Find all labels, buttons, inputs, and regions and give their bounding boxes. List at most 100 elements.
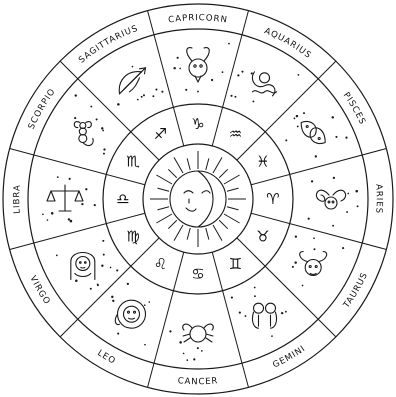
star-dot	[161, 91, 163, 93]
scorpion-icon	[74, 122, 93, 146]
sector-divider	[251, 149, 386, 185]
star-dot	[102, 240, 104, 242]
sun-and-moon-icon	[150, 151, 246, 247]
star-dot	[94, 204, 96, 206]
star-dot	[201, 350, 203, 352]
scales-icon	[47, 185, 83, 211]
star-dot	[112, 300, 114, 302]
star-dot	[183, 353, 185, 355]
goat-icon	[187, 48, 210, 82]
star-dot	[239, 311, 241, 313]
star-dot	[117, 333, 119, 335]
sector-divider	[251, 213, 386, 249]
star-dot	[116, 269, 118, 271]
sun-ray	[187, 228, 190, 240]
star-dot	[285, 139, 287, 141]
star-dot	[297, 126, 299, 128]
sun-ray	[224, 175, 240, 184]
cancer-glyph: ♋	[191, 265, 204, 283]
star-dot	[228, 43, 230, 45]
star-dot	[335, 136, 337, 138]
ram-icon	[316, 190, 345, 209]
star-dot	[42, 214, 44, 216]
star-dot	[47, 219, 49, 221]
star-dot	[298, 74, 300, 76]
star-dot	[117, 103, 120, 106]
star-dot	[110, 267, 112, 269]
sector-dividers	[10, 11, 387, 388]
sun-eye	[184, 191, 193, 193]
sun-ray	[219, 169, 227, 177]
star-dot	[137, 99, 139, 101]
sun-ray	[156, 214, 172, 223]
sign-name-gemini: GEMINI	[271, 344, 307, 371]
star-dot	[69, 178, 71, 180]
star-dot	[285, 311, 287, 313]
star-dot	[75, 279, 78, 282]
star-dot	[141, 96, 143, 98]
star-dot	[97, 284, 99, 286]
sun-ray	[213, 225, 222, 241]
star-dot	[294, 261, 296, 263]
sun-ray	[219, 220, 227, 228]
capricorn-glyph: ♑	[191, 115, 204, 133]
maiden-icon	[71, 253, 95, 280]
star-dot	[144, 344, 146, 346]
sun-ray	[206, 158, 209, 170]
star-dot	[155, 89, 157, 91]
star-dot	[132, 66, 134, 68]
star-dot	[70, 220, 73, 223]
star-dot	[103, 254, 105, 256]
star-dot	[81, 203, 83, 205]
sun-ray	[157, 188, 169, 191]
star-dot	[127, 283, 129, 285]
sign-illustrations	[47, 48, 346, 342]
star-dot	[241, 71, 243, 73]
sun-ray	[227, 188, 239, 191]
sector-divider	[60, 61, 159, 160]
sign-name-sagittarius: SAGITTARIUS	[77, 24, 140, 66]
star-dot	[152, 95, 154, 97]
star-dot	[315, 155, 317, 157]
star-dot	[308, 218, 310, 220]
star-dot	[222, 71, 224, 73]
sun-mouth	[186, 208, 196, 211]
star-dot	[332, 225, 334, 227]
sign-name-aquarius: AQUARIUS	[263, 26, 313, 61]
star-dot	[186, 359, 188, 361]
star-dot	[102, 130, 104, 132]
star-dot	[254, 287, 256, 289]
sign-glyphs: ♑♐♏♎♍♌♋♊♉♈♓♒	[116, 115, 279, 283]
star-dot	[177, 57, 179, 59]
star-dot	[143, 94, 145, 96]
taurus-glyph: ♉	[256, 228, 269, 246]
sign-name-aries: ARIES	[373, 184, 384, 215]
sun-ray	[224, 214, 240, 223]
star-dot	[347, 193, 349, 195]
star-dot	[101, 127, 103, 129]
sun-ray	[187, 158, 190, 170]
star-dot	[271, 335, 273, 337]
sun-ray	[213, 157, 222, 173]
crab-icon	[183, 324, 214, 342]
star-dot	[231, 297, 233, 299]
star-dot	[303, 112, 305, 114]
bow-and-arrow-icon	[119, 68, 145, 94]
sign-name-leo: LEO	[95, 348, 117, 366]
star-dot	[333, 177, 335, 179]
sun-ray	[168, 220, 176, 228]
water-bearer-icon	[252, 72, 276, 96]
sun-ray	[174, 157, 183, 173]
sun-disc	[170, 171, 226, 227]
star-dot	[103, 153, 105, 155]
star-dot	[193, 358, 195, 360]
sun-ray	[168, 169, 176, 177]
star-dot	[173, 67, 175, 69]
sector-divider	[237, 238, 336, 337]
star-dot	[96, 118, 98, 120]
star-dot	[355, 190, 358, 193]
star-dot	[294, 118, 296, 120]
sign-name-libra: LIBRA	[12, 184, 23, 214]
star-dot	[342, 247, 344, 249]
sector-divider	[237, 61, 336, 160]
